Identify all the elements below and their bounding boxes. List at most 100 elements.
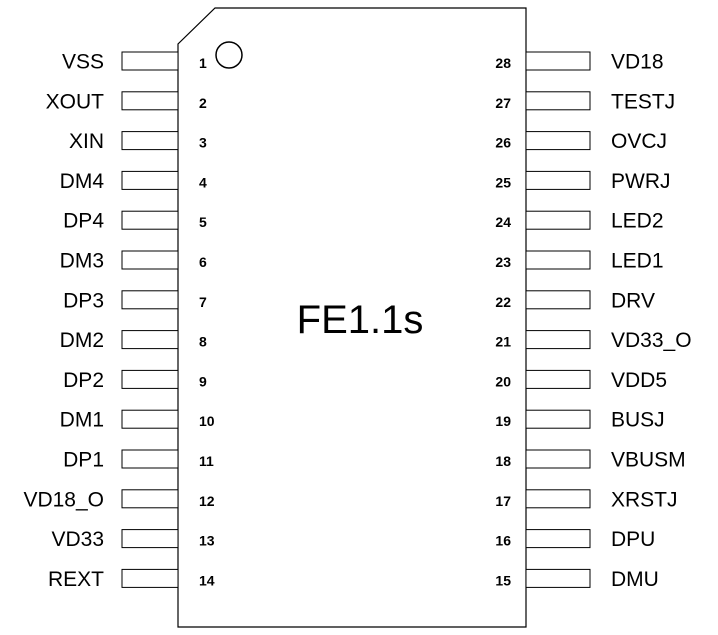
pin-name: DP4 bbox=[63, 210, 104, 233]
pin-number: 19 bbox=[495, 413, 511, 429]
pin-lead bbox=[525, 131, 591, 151]
pin-name: REXT bbox=[48, 568, 104, 591]
pin-number: 25 bbox=[495, 174, 511, 190]
pin-number: 26 bbox=[495, 135, 511, 151]
pin-number: 14 bbox=[199, 572, 215, 588]
pin-lead bbox=[525, 330, 591, 350]
pin-number: 27 bbox=[495, 95, 511, 111]
pin-9: DP2 9 bbox=[63, 369, 207, 392]
pin-lead bbox=[121, 369, 179, 389]
pin-17: 17 XRSTJ bbox=[495, 488, 677, 511]
pin-name: LED2 bbox=[611, 210, 664, 233]
pin-name: DP2 bbox=[63, 369, 104, 392]
pin-14: REXT 14 bbox=[48, 568, 215, 591]
pin-2: XOUT 2 bbox=[46, 90, 207, 113]
pin-number: 15 bbox=[495, 572, 511, 588]
pin-lead bbox=[121, 290, 179, 310]
pin-number: 22 bbox=[495, 294, 511, 310]
pin-name: VD18 bbox=[611, 51, 664, 74]
pin-18: 18 VBUSM bbox=[495, 449, 685, 472]
pin-15: 15 DMU bbox=[495, 568, 658, 591]
pin-name: OVCJ bbox=[611, 130, 667, 153]
pin-number: 21 bbox=[495, 334, 511, 350]
pin-number: 2 bbox=[199, 95, 207, 111]
pin-number: 1 bbox=[199, 55, 207, 71]
pin-number: 5 bbox=[199, 214, 207, 230]
pin-name: PWRJ bbox=[611, 170, 671, 193]
pin-lead bbox=[121, 568, 179, 588]
pin-12: VD18_O 12 bbox=[23, 488, 214, 511]
pin-1: VSS 1 bbox=[62, 51, 207, 74]
pin-lead bbox=[525, 91, 591, 111]
pin-name: VDD5 bbox=[611, 369, 667, 392]
pin-5: DP4 5 bbox=[63, 210, 207, 233]
pin-6: DM3 6 bbox=[60, 250, 207, 273]
pin-name: XOUT bbox=[46, 90, 105, 113]
pin-number: 3 bbox=[199, 135, 207, 151]
pin-name: VD18_O bbox=[23, 488, 104, 511]
pin-number: 8 bbox=[199, 334, 207, 350]
pin-lead bbox=[525, 250, 591, 270]
pin-number: 7 bbox=[199, 294, 207, 310]
pin-lead bbox=[525, 409, 591, 429]
pin-number: 13 bbox=[199, 533, 215, 549]
pin-name: DMU bbox=[611, 568, 659, 591]
chip-body bbox=[177, 7, 527, 628]
pin-number: 12 bbox=[199, 493, 215, 509]
pin-7: DP3 7 bbox=[63, 289, 207, 312]
pin-21: 21 VD33_O bbox=[495, 329, 691, 352]
pin-lead bbox=[121, 489, 179, 509]
pin-number: 24 bbox=[495, 214, 511, 230]
pin-lead bbox=[525, 489, 591, 509]
pin-lead bbox=[121, 449, 179, 469]
pin-name: DRV bbox=[611, 289, 655, 312]
pin-lead bbox=[121, 51, 179, 71]
pin-lead bbox=[525, 210, 591, 230]
pin-13: VD33 13 bbox=[51, 528, 214, 551]
pin-25: 25 PWRJ bbox=[495, 170, 670, 193]
pin-22: 22 DRV bbox=[495, 289, 655, 312]
pin-lead bbox=[525, 290, 591, 310]
pin-3: XIN 3 bbox=[69, 130, 207, 153]
pin-name: TESTJ bbox=[611, 90, 675, 113]
pin-number: 18 bbox=[495, 453, 511, 469]
pin-number: 28 bbox=[495, 55, 511, 71]
pin-name: VD33_O bbox=[611, 329, 692, 352]
pin-26: 26 OVCJ bbox=[495, 130, 667, 153]
pin-28: 28 VD18 bbox=[495, 51, 663, 74]
pin-lead bbox=[121, 250, 179, 270]
pin-name: VBUSM bbox=[611, 449, 686, 472]
pin-name: DP3 bbox=[63, 289, 104, 312]
pin-number: 6 bbox=[199, 254, 207, 270]
pin1-marker-circle bbox=[215, 41, 243, 69]
pin-name: VD33 bbox=[51, 528, 104, 551]
pin-lead bbox=[525, 568, 591, 588]
pin-20: 20 VDD5 bbox=[495, 369, 667, 392]
pin-number: 20 bbox=[495, 373, 511, 389]
chip-name: FE1.1s bbox=[297, 298, 424, 342]
pin-name: DM2 bbox=[60, 329, 104, 352]
pin-lead bbox=[121, 330, 179, 350]
pin-name: XIN bbox=[69, 130, 104, 153]
pin-name: BUSJ bbox=[611, 409, 665, 432]
pin-name: LED1 bbox=[611, 250, 664, 273]
pin-27: 27 TESTJ bbox=[495, 90, 675, 113]
pin-8: DM2 8 bbox=[60, 329, 207, 352]
pin-number: 16 bbox=[495, 533, 511, 549]
pin-name: XRSTJ bbox=[611, 488, 678, 511]
pin-number: 17 bbox=[495, 493, 511, 509]
pin-lead bbox=[121, 529, 179, 549]
pin-lead bbox=[121, 210, 179, 230]
pin-lead bbox=[525, 529, 591, 549]
pin-name: DM3 bbox=[60, 250, 104, 273]
pin-name: DM4 bbox=[60, 170, 105, 193]
pin-number: 9 bbox=[199, 373, 207, 389]
pin-name: VSS bbox=[62, 51, 104, 74]
pin-name: DP1 bbox=[63, 449, 104, 472]
